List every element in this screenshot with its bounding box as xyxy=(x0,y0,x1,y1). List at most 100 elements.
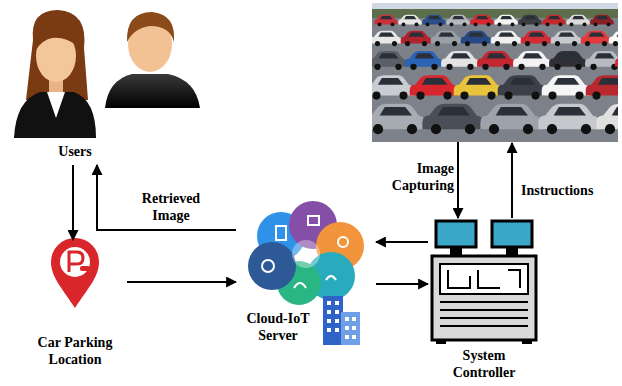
building-icon-part xyxy=(341,312,360,345)
building-icon-part-part xyxy=(327,319,331,323)
parking-pin-part xyxy=(80,266,90,271)
cloud-iot-icon-part-part xyxy=(308,216,319,225)
woman-icon xyxy=(14,10,96,138)
controller-icon-part xyxy=(436,221,476,247)
cloud-iot-icon-part xyxy=(292,240,320,268)
parking-lot-photo-part-part xyxy=(470,15,493,27)
parking-lot-photo-part-part xyxy=(590,15,613,27)
woman-icon-part xyxy=(47,92,65,118)
cloud-iot-icon xyxy=(248,201,364,305)
parking-lot-photo-part-part xyxy=(542,15,565,27)
parking-lot-photo-part-part xyxy=(542,75,591,99)
parking-lot-photo-part-part xyxy=(586,75,618,99)
parking-lot-photo-part-part xyxy=(372,31,401,46)
controller-icon-part xyxy=(432,256,536,340)
parking-lot-photo-part-part xyxy=(422,15,445,27)
parking-lot-photo-part-part xyxy=(374,15,397,27)
parking-lot-photo-part-part xyxy=(398,15,421,27)
parking-lot-photo-part-part xyxy=(431,31,462,46)
parking-lot-photo-part-part xyxy=(422,104,483,135)
cloud-iot-icon-part-part xyxy=(276,226,286,240)
parking-lot-photo-part-part xyxy=(480,104,541,135)
cloud-iot-icon-part xyxy=(248,242,296,290)
parking-lot-photo-part-part xyxy=(494,15,517,27)
parking-lot-photo-part-part xyxy=(498,75,547,99)
controller-icon-part xyxy=(440,302,528,326)
node-label: System Controller xyxy=(439,347,529,381)
parking-lot-photo-part-part xyxy=(401,31,432,46)
parking-lot-photo-part-part xyxy=(513,51,551,70)
parking-lot-photo-part-part xyxy=(609,31,618,46)
parking-lot-photo-part-part xyxy=(446,15,469,27)
edge-label: Retrieved Image xyxy=(133,190,209,224)
cloud-iot-icon-part-part xyxy=(326,276,336,280)
node-label: Users xyxy=(35,143,115,160)
flow-arrow xyxy=(127,281,236,283)
building-icon-part xyxy=(327,301,356,339)
parking-lot-photo xyxy=(372,3,618,142)
controller-icon-part xyxy=(436,340,446,344)
woman-icon-part xyxy=(26,10,88,100)
cloud-iot-icon-part-part xyxy=(294,283,306,288)
parking-lot-photo-part-part xyxy=(410,75,459,99)
man-icon-part xyxy=(127,12,174,42)
parking-lot-photo-part-part xyxy=(549,51,587,70)
parking-lot-photo-part-part xyxy=(581,31,612,46)
parking-lot-photo-part-part xyxy=(372,75,414,99)
parking-pin-part xyxy=(51,238,99,308)
parking-lot-photo-part-part xyxy=(372,104,426,135)
building-icon xyxy=(323,296,360,345)
location-node: Car Parking Location xyxy=(25,240,127,370)
cloud-iot-icon-part-part xyxy=(262,260,274,272)
parking-lot-photo-part-part xyxy=(477,51,515,70)
building-icon-part-part xyxy=(352,317,356,321)
parking-lot-photo-part-part xyxy=(405,51,443,70)
annotation-label: Image Capturing xyxy=(380,160,454,194)
building-icon-part-part xyxy=(327,328,331,332)
parking-pin xyxy=(51,238,99,308)
building-icon-part-part xyxy=(352,335,356,339)
parking-lot-photo-part-part xyxy=(521,31,552,46)
building-icon-part-part xyxy=(335,319,339,323)
parking-pin-part xyxy=(60,247,90,277)
photo-arrows-part xyxy=(511,143,513,218)
building-icon-part-part xyxy=(345,317,349,321)
controller-icon-part xyxy=(492,221,532,247)
building-icon-part-part xyxy=(352,326,356,330)
server-node: Cloud-IoT Server xyxy=(236,200,376,348)
parking-lot-photo-part-part xyxy=(585,51,618,70)
parking-lot-photo-part-part xyxy=(372,51,407,70)
annotation-label: Instructions xyxy=(521,182,616,199)
node-label: Cloud-IoT Server xyxy=(236,310,320,344)
controller-node: System Controller xyxy=(428,215,540,383)
flow-arrow xyxy=(376,241,428,243)
parking-lot-photo-part-part xyxy=(615,51,618,70)
building-icon-part-part xyxy=(335,301,339,305)
parking-lot-photo-part-part xyxy=(441,51,479,70)
flow-arrow xyxy=(72,165,74,240)
parking-lot-photo-part-part xyxy=(461,31,492,46)
controller-icon-part xyxy=(522,340,532,344)
controller-icon-part xyxy=(450,247,462,255)
controller-icon-part xyxy=(506,247,518,255)
photo-arrows-part xyxy=(457,142,459,218)
building-icon-part xyxy=(323,296,343,345)
flow-arrow xyxy=(376,283,428,285)
cloud-iot-icon-part-part xyxy=(338,237,348,247)
controller-icon xyxy=(432,221,536,344)
woman-icon-part xyxy=(14,92,96,138)
users-node: Users xyxy=(15,5,205,165)
cloud-iot-icon-part xyxy=(262,216,348,288)
building-icon-part-part xyxy=(345,326,349,330)
parking-lot-photo-part-part xyxy=(454,75,503,99)
controller-icon-part xyxy=(440,264,528,294)
building-icon-part-part xyxy=(327,301,331,305)
parking-lot-photo-part-part xyxy=(551,31,582,46)
man-icon-part xyxy=(105,74,200,108)
parking-lot-photo-part xyxy=(372,15,618,135)
building-icon-part-part xyxy=(335,328,339,332)
woman-icon-part xyxy=(36,26,78,50)
parking-lot-photo-part-part xyxy=(538,104,599,135)
parking-lot-photo-part-part xyxy=(491,31,522,46)
